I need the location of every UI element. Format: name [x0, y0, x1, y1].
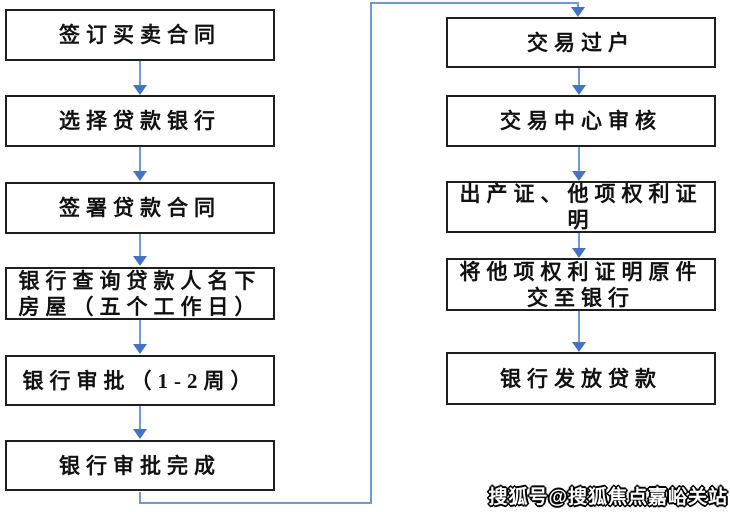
arrow-r2-r3	[572, 147, 586, 181]
flow-node-choose-loan-bank: 选择贷款银行	[5, 95, 275, 147]
arrow-l5-l6	[133, 406, 147, 439]
watermark: 搜狐号@搜狐焦点嘉峪关站	[488, 487, 728, 508]
arrow-l2-l3	[133, 147, 147, 181]
flow-node-sign-loan-contract: 签署贷款合同	[5, 182, 275, 234]
arrow-l4-l5	[133, 320, 147, 354]
arrow-r3-r4	[572, 233, 586, 258]
arrow-r4-r5	[572, 311, 586, 352]
flow-node-transaction-transfer: 交易过户	[446, 17, 716, 68]
flow-node-trade-center-review: 交易中心审核	[446, 95, 716, 147]
flow-node-deliver-certificate-to-bank: 将他项权利证明原件 交至银行	[446, 258, 716, 311]
flow-node-sign-sale-contract: 签订买卖合同	[5, 9, 275, 61]
flow-node-bank-property-check: 银行查询贷款人名下 房屋（五个工作日）	[5, 267, 275, 320]
flow-node-bank-approval-complete: 银行审批完成	[5, 440, 275, 491]
connector-l6-r1	[139, 2, 585, 504]
arrow-r1-r2	[572, 68, 586, 95]
flow-node-bank-approval: 银行审批（1-2周）	[5, 355, 275, 406]
arrow-l3-l4	[133, 234, 147, 266]
arrow-l1-l2	[133, 61, 147, 95]
flow-node-issue-certificates: 出产证、他项权利证 明	[446, 181, 716, 233]
flow-node-bank-releases-loan: 银行发放贷款	[446, 352, 716, 405]
